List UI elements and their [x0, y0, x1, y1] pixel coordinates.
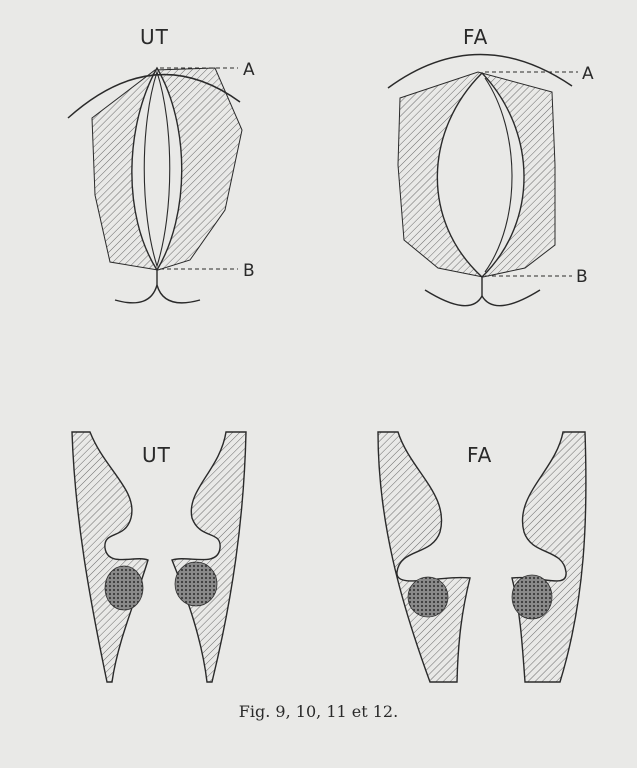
figure-label: UT: [140, 25, 169, 49]
point-a-label: A: [582, 64, 594, 84]
left-hatched-wall: [378, 432, 470, 682]
figure-ut-bottom: UT: [72, 432, 246, 682]
right-nodule: [512, 575, 552, 619]
figure-fa-bottom: FA: [378, 432, 586, 682]
point-b-label: B: [576, 267, 588, 287]
point-b-label: B: [243, 261, 255, 281]
right-hatched-wall: [172, 432, 246, 682]
left-hatched-wall: [72, 432, 148, 682]
left-nodule: [105, 566, 143, 610]
figure-label: UT: [142, 443, 171, 467]
lower-curves: [115, 285, 200, 303]
figure-caption: Fig. 9, 10, 11 et 12.: [0, 702, 637, 721]
right-hatched-wall: [512, 432, 586, 682]
figure-label: FA: [463, 25, 488, 49]
point-a-label: A: [243, 60, 255, 80]
figure-label: FA: [467, 443, 492, 467]
figure-fa-top: FA A B: [388, 25, 594, 306]
figure-ut-top: UT A B: [68, 25, 255, 303]
left-nodule: [408, 577, 448, 617]
right-nodule: [175, 562, 217, 606]
